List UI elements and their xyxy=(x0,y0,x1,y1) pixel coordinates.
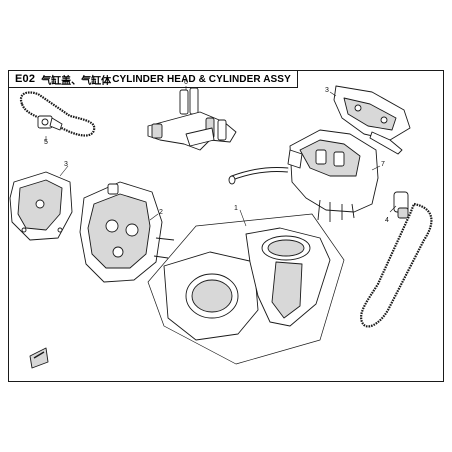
title-chinese: 气缸盖、气缸体 xyxy=(41,75,112,87)
camshaft-parts xyxy=(147,87,237,151)
title-english: CYLINDER HEAD & CYLINDER ASSY xyxy=(112,73,291,85)
callout-3-right: 3 xyxy=(325,87,329,94)
valve-cover-left xyxy=(9,171,73,241)
timing-chain-right xyxy=(360,191,433,328)
diagram-code: E02 xyxy=(15,73,36,85)
title-box: E02 气缸盖、气缸体 CYLINDER HEAD & CYLINDER ASS… xyxy=(8,70,298,88)
callout-4: 5 xyxy=(44,139,48,146)
callout-5: 4 xyxy=(385,217,389,224)
cylinder-head-left xyxy=(79,181,175,283)
direction-badge xyxy=(29,347,49,369)
callout-2: 2 xyxy=(159,209,163,216)
valve-cover-right xyxy=(333,85,411,155)
callout-3-left: 3 xyxy=(64,161,68,168)
coolant-pipe xyxy=(228,167,289,185)
callout-1: 1 xyxy=(234,205,238,212)
cylinder-block xyxy=(147,213,345,365)
timing-chain-left xyxy=(19,91,96,137)
callout-6: 6 xyxy=(184,79,188,86)
callout-7: 7 xyxy=(381,161,385,168)
cylinder-head-upper xyxy=(287,129,379,222)
